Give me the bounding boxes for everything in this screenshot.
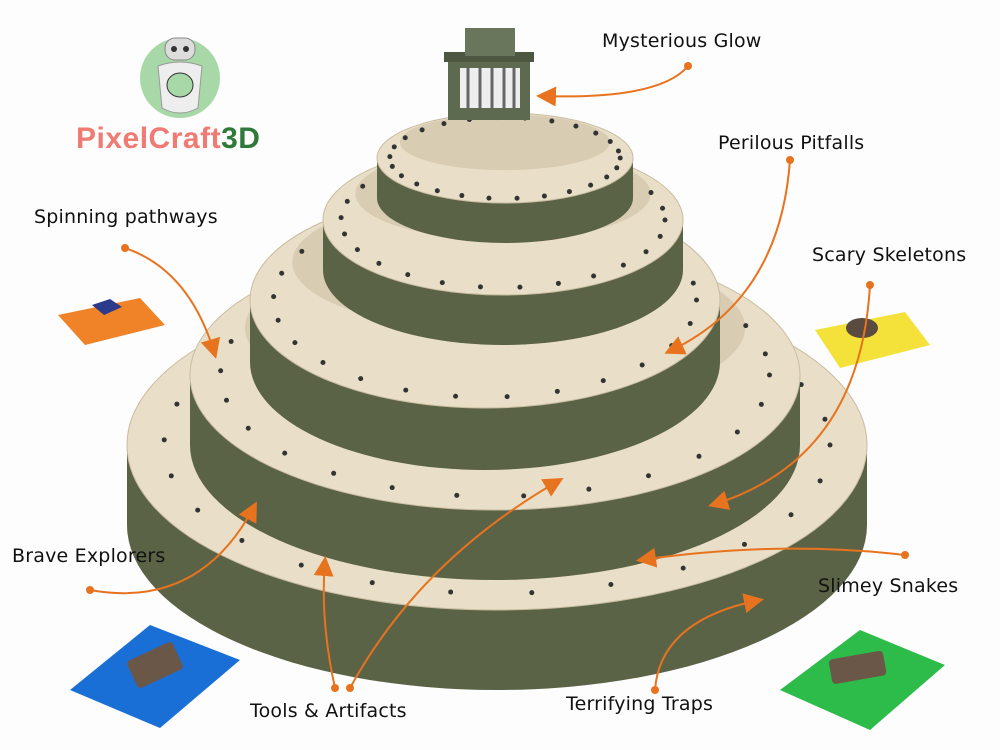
label-perilous-pitfalls: Perilous Pitfalls bbox=[718, 132, 865, 154]
yellow-tile bbox=[815, 312, 930, 368]
label-mysterious-glow: Mysterious Glow bbox=[602, 30, 762, 52]
label-terrifying-traps: Terrifying Traps bbox=[566, 693, 714, 715]
orange-tile bbox=[58, 298, 165, 345]
board-tier-5 bbox=[376, 112, 634, 243]
label-brave-explorers: Brave Explorers bbox=[12, 545, 166, 567]
label-slimey-snakes: Slimey Snakes bbox=[818, 575, 959, 597]
green-tile bbox=[780, 630, 945, 730]
label-scary-skeletons: Scary Skeletons bbox=[812, 244, 967, 266]
logo-robot-icon bbox=[140, 37, 220, 118]
annotation-arrows bbox=[89, 65, 906, 691]
logo-text: PixelCraft3D bbox=[76, 122, 261, 155]
blue-tile bbox=[70, 625, 240, 728]
label-spinning-pathways: Spinning pathways bbox=[34, 206, 218, 228]
temple-tower bbox=[444, 28, 534, 120]
label-tools-artifacts: Tools & Artifacts bbox=[250, 700, 407, 722]
